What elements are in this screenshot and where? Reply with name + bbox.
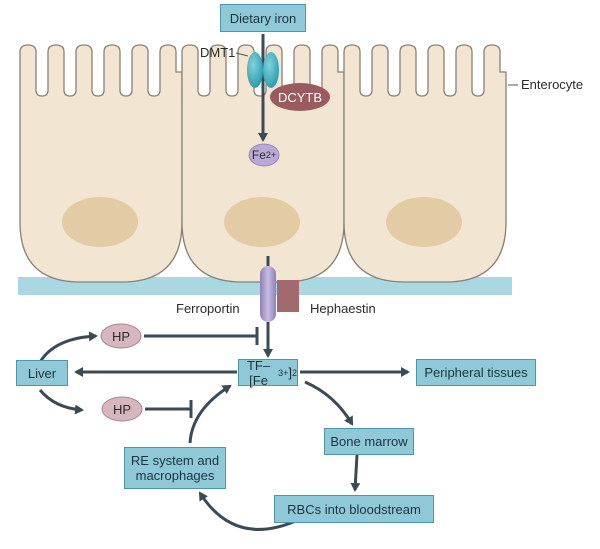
dcytb-enzyme bbox=[270, 83, 330, 111]
hp-top-node bbox=[100, 323, 142, 349]
fe2-ion bbox=[248, 143, 280, 167]
enterocyte-cell-right bbox=[343, 44, 507, 283]
hp-bottom-label: HP bbox=[112, 401, 132, 417]
hp-top-label: HP bbox=[111, 328, 131, 344]
re-system-line1: RE system and bbox=[130, 453, 220, 468]
re-system-box: RE system and macrophages bbox=[124, 447, 226, 489]
bone-marrow-to-rbcs-arrow bbox=[350, 454, 361, 492]
hp-bottom-node bbox=[101, 396, 143, 422]
enterocyte-label: Enterocyte bbox=[521, 77, 584, 92]
fe2-base: Fe bbox=[251, 148, 266, 162]
rbcs-box: RBCs into bloodstream bbox=[274, 495, 434, 523]
dietary-iron-box: Dietary iron bbox=[220, 4, 306, 32]
hephaestin-protein bbox=[277, 280, 299, 312]
dcytb-label: DCYTB bbox=[277, 89, 323, 105]
tf-bracket: ] bbox=[288, 365, 292, 380]
liver-to-hp-bottom-arrow bbox=[38, 389, 84, 415]
liver-to-hp-top-arrow bbox=[38, 331, 98, 363]
peripheral-tissues-box: Peripheral tissues bbox=[416, 359, 536, 386]
ferroportin-channel bbox=[260, 266, 276, 322]
re-system-to-tf-arrow bbox=[188, 384, 232, 444]
re-system-line2: macrophages bbox=[135, 468, 215, 483]
dmt1-label: DMT1 bbox=[200, 45, 236, 60]
bone-marrow-box: Bone marrow bbox=[324, 428, 414, 455]
hephaestin-label: Hephaestin bbox=[310, 301, 376, 316]
ferroportin-label: Ferroportin bbox=[176, 301, 240, 316]
enterocyte-cell-left bbox=[19, 44, 183, 283]
rbcs-to-re-system-arrow bbox=[198, 491, 299, 531]
tf-to-bone-marrow-arrow bbox=[304, 380, 354, 426]
dmt1-leader bbox=[235, 52, 249, 57]
tf-prefix: TF–[Fe bbox=[246, 357, 271, 388]
liver-box: Liver bbox=[16, 360, 68, 386]
dmt1-transporter bbox=[247, 52, 279, 88]
